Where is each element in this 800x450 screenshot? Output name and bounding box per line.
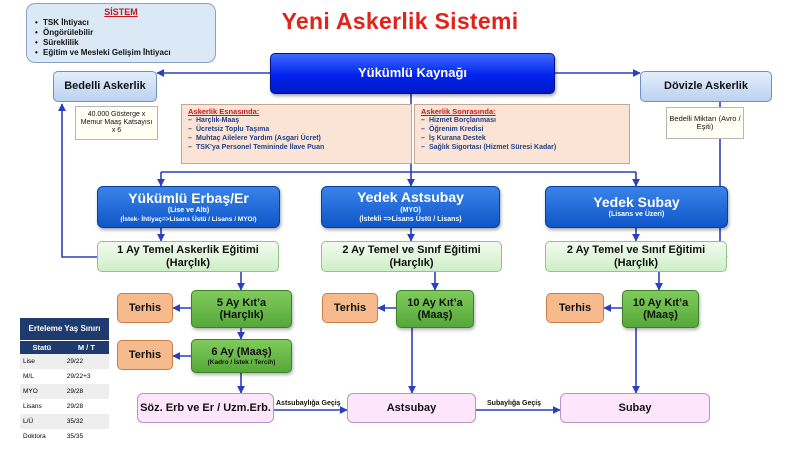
rank-erbas-sub2: (İstek- İhtiyaç=>Lisans Üstü / Lisans / … xyxy=(120,216,257,224)
during-item: Muhtaç Ailelere Yardım (Asgari Ücret) xyxy=(188,135,324,144)
rank-astsubay-sub: (MYO) xyxy=(400,207,421,214)
erbas-final-box: Söz. Erb ve Er / Uzm.Erb. xyxy=(137,393,274,423)
edge-label-to-subay: Subaylığa Geçiş xyxy=(487,400,542,407)
after-heading: Askerlik Sonrasında: xyxy=(421,107,496,116)
subay-terhis-label: Terhis xyxy=(558,301,592,314)
dovizle-box: Dövizle Askerlik xyxy=(640,71,772,102)
age-table-grid: Statü M / T Lise 29/22 M/L 29/22+3 MYO 2… xyxy=(20,340,109,444)
after-list: Hizmet Borçlanması Öğrenim Kredisi İş Ku… xyxy=(421,117,556,152)
rank-subay-box: Yedek Subay (Lisans ve Üzeri) xyxy=(545,186,728,228)
during-benefits-box: Askerlik Esnasında: Harçlık-Maaş Ücretsi… xyxy=(181,104,412,164)
age-table-header: Statü xyxy=(20,340,64,354)
source-box: Yükümlü Kaynağı xyxy=(270,53,555,94)
astsubay-education-line2: (Harçlık) xyxy=(389,256,434,269)
erbas-education-line1: 1 Ay Temel Askerlik Eğitimi xyxy=(117,244,259,257)
astsubay-terhis-box: Terhis xyxy=(322,293,378,323)
rank-astsubay-sub2: (İstekli =>Lisans Üstü / Lisans) xyxy=(359,215,462,223)
erbas-terhis-2-label: Terhis xyxy=(128,348,162,361)
erbas-maas-sub: (Kadro / İstek / Tercih) xyxy=(207,358,276,366)
age-table-cell: 35/35 xyxy=(66,433,84,440)
erbas-kita-title: 5 Ay Kıt’a xyxy=(216,296,267,309)
during-item: Harçlık-Maaş xyxy=(188,117,324,126)
bedelli-note: 40.000 Gösterge x Memur Maaş Katsayısı x… xyxy=(75,106,158,140)
system-legend-list: TSK İhtiyacı Öngörülebilir Süreklilik Eğ… xyxy=(35,18,171,58)
during-heading: Askerlik Esnasında: xyxy=(188,107,260,116)
system-legend-item: Eğitim ve Mesleki Gelişim İhtiyacı xyxy=(35,48,171,58)
after-item: Öğrenim Kredisi xyxy=(421,126,556,135)
bedelli-box: Bedelli Askerlik xyxy=(53,71,157,102)
system-legend-heading: SİSTEM xyxy=(104,7,138,17)
age-table-cell: MYO xyxy=(23,388,38,395)
erbas-terhis-2-box: Terhis xyxy=(117,340,173,370)
after-item: Sağlık Sigortası (Hizmet Süresi Kadar) xyxy=(421,144,556,153)
age-table-cell: M/L xyxy=(23,373,34,380)
dovizle-note-text: Bedelli Miktarı (Avro / Eşiti) xyxy=(669,113,741,131)
age-table-cell: 29/28 xyxy=(66,388,84,395)
erbas-kita-box: 5 Ay Kıt’a (Harçlık) xyxy=(191,290,292,328)
erbas-education-line2: (Harçlık) xyxy=(165,256,211,269)
dovizle-label: Dövizle Askerlik xyxy=(664,80,748,93)
after-item: Hizmet Borçlanması xyxy=(421,117,556,126)
age-table-cell: Lise xyxy=(23,358,35,365)
during-list: Harçlık-Maaş Ücretsiz Toplu Taşıma Muhta… xyxy=(188,117,324,152)
age-table-cell: 29/22 xyxy=(66,358,84,365)
subay-kita-title: 10 Ay Kıt’a xyxy=(632,296,689,309)
rank-astsubay-box: Yedek Astsubay (MYO) (İstekli =>Lisans Ü… xyxy=(321,186,500,228)
erbas-final-label: Söz. Erb ve Er / Uzm.Erb. xyxy=(140,401,271,414)
dovizle-note: Bedelli Miktarı (Avro / Eşiti) xyxy=(666,107,744,139)
astsubay-education-line1: 2 Ay Temel ve Sınıf Eğitimi xyxy=(342,244,481,257)
astsubay-final-box: Astsubay xyxy=(347,393,476,423)
after-benefits-box: Askerlik Sonrasında: Hizmet Borçlanması … xyxy=(414,104,630,164)
erbas-maas-box: 6 Ay (Maaş) (Kadro / İstek / Tercih) xyxy=(191,339,292,373)
erbas-education-box: 1 Ay Temel Askerlik Eğitimi (Harçlık) xyxy=(97,241,279,272)
subay-final-box: Subay xyxy=(560,393,710,423)
erbas-terhis-box: Terhis xyxy=(117,293,173,323)
age-table-cell: 29/22+3 xyxy=(66,373,91,380)
erbas-kita-sub: (Harçlık) xyxy=(219,309,264,321)
rank-subay-sub: (Lisans ve Üzeri) xyxy=(608,211,665,219)
system-legend-item: TSK İhtiyacı xyxy=(35,18,171,28)
astsubay-education-box: 2 Ay Temel ve Sınıf Eğitimi (Harçlık) xyxy=(321,241,502,272)
subay-education-line1: 2 Ay Temel ve Sınıf Eğitimi xyxy=(566,244,706,257)
subay-education-box: 2 Ay Temel ve Sınıf Eğitimi (Harçlık) xyxy=(545,241,727,272)
edge-label-to-astsubay: Astsubaylığa Geçiş xyxy=(276,400,341,407)
age-table-header: M / T xyxy=(63,340,109,354)
age-table-title: Erteleme Yaş Sınırı xyxy=(20,318,109,340)
subay-terhis-box: Terhis xyxy=(546,293,604,323)
age-limit-table: Erteleme Yaş Sınırı Statü M / T Lise 29/… xyxy=(20,318,109,450)
age-table-cell: 29/28 xyxy=(66,403,84,410)
erbas-terhis-label: Terhis xyxy=(128,301,162,314)
age-table-cell: 35/32 xyxy=(66,418,84,425)
system-legend-item: Süreklilik xyxy=(35,38,171,48)
page-title: Yeni Askerlik Sistemi xyxy=(281,8,519,34)
age-table-cell: L/Ü xyxy=(23,418,34,425)
astsubay-terhis-label: Terhis xyxy=(333,301,367,314)
age-table-cell: Lisans xyxy=(23,403,42,410)
rank-erbas-title: Yükümlü Erbaş/Er xyxy=(128,189,249,206)
astsubay-final-label: Astsubay xyxy=(386,401,437,414)
subay-kita-sub: (Maaş) xyxy=(643,309,678,321)
bedelli-label: Bedelli Askerlik xyxy=(64,80,146,93)
subay-education-line2: (Harçlık) xyxy=(613,256,659,269)
after-item: İş Kurana Destek xyxy=(421,135,556,144)
bedelli-note-text: 40.000 Gösterge x Memur Maaş Katsayısı x… xyxy=(80,111,153,134)
rank-erbas-sub: (Lise ve Altı) xyxy=(167,207,210,215)
during-item: TSK’ya Personel Temininde İlave Puan xyxy=(188,144,324,153)
system-legend: SİSTEM TSK İhtiyacı Öngörülebilir Sürekl… xyxy=(26,3,216,63)
erbas-maas-title: 6 Ay (Maaş) xyxy=(211,346,272,359)
astsubay-kita-sub: (Maaş) xyxy=(417,309,453,321)
astsubay-kita-box: 10 Ay Kıt’a (Maaş) xyxy=(396,290,474,328)
during-item: Ücretsiz Toplu Taşıma xyxy=(188,126,324,135)
source-label: Yükümlü Kaynağı xyxy=(357,65,468,81)
age-table-cell: Doktora xyxy=(23,433,46,440)
subay-final-label: Subay xyxy=(618,401,652,414)
edge-erbas-edu-to-bedelli xyxy=(58,103,97,258)
subay-kita-box: 10 Ay Kıt’a (Maaş) xyxy=(622,290,699,328)
rank-erbas-box: Yükümlü Erbaş/Er (Lise ve Altı) (İstek- … xyxy=(97,186,280,228)
rank-astsubay-title: Yedek Astsubay xyxy=(357,189,464,206)
astsubay-kita-title: 10 Ay Kıt’a xyxy=(407,296,463,309)
rank-subay-title: Yedek Subay xyxy=(593,193,680,210)
system-legend-item: Öngörülebilir xyxy=(35,28,171,38)
